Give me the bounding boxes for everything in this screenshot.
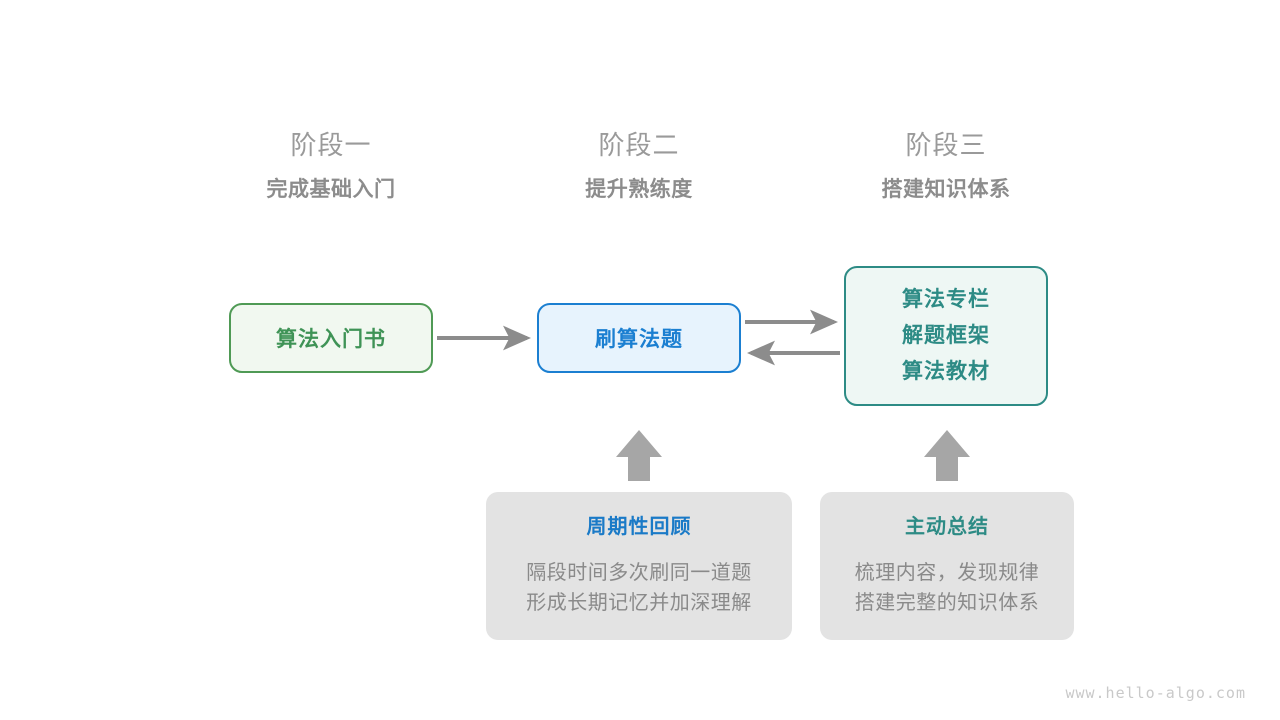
card-body-review-line-2: 形成长期记忆并加深理解	[526, 592, 752, 614]
stage-name-1: 阶段一	[290, 130, 372, 160]
arrow-summary-to-resources	[924, 430, 970, 481]
card-body-summary-line-2: 搭建完整的知识体系	[854, 592, 1040, 614]
card-active-summary[interactable]: 主动总结 梳理内容，发现规律 搭建完整的知识体系	[820, 492, 1074, 640]
card-body-review-line-1: 隔段时间多次刷同一道题	[526, 562, 752, 584]
card-title-review: 周期性回顾	[586, 516, 692, 538]
stage-header-3: 阶段三 搭建知识体系	[826, 128, 1066, 206]
node-label-practice: 刷算法题	[595, 328, 683, 351]
node-knowledge-resources[interactable]: 算法专栏 解题框架 算法教材	[844, 266, 1048, 406]
stage-goal-3: 搭建知识体系	[881, 178, 1011, 201]
card-title-summary: 主动总结	[905, 516, 989, 538]
node-label-book: 算法入门书	[276, 328, 386, 351]
node-practice-problems[interactable]: 刷算法题	[537, 303, 741, 373]
stage-header-2: 阶段二 提升熟练度	[519, 128, 759, 206]
stage-header-1: 阶段一 完成基础入门	[211, 128, 451, 206]
arrow-review-to-practice	[616, 430, 662, 481]
card-body-summary-line-1: 梳理内容，发现规律	[854, 562, 1040, 584]
node-label-resources-1: 算法专栏	[902, 288, 990, 311]
stage-name-3: 阶段三	[905, 130, 987, 160]
card-body-summary: 梳理内容，发现规律 搭建完整的知识体系	[820, 558, 1074, 618]
watermark-url: www.hello-algo.com	[1065, 684, 1246, 702]
card-body-review: 隔段时间多次刷同一道题 形成长期记忆并加深理解	[486, 558, 792, 618]
stage-goal-1: 完成基础入门	[266, 178, 396, 201]
stage-goal-2: 提升熟练度	[585, 178, 693, 201]
card-periodic-review[interactable]: 周期性回顾 隔段时间多次刷同一道题 形成长期记忆并加深理解	[486, 492, 792, 640]
stage-name-2: 阶段二	[598, 130, 680, 160]
node-label-resources-2: 解题框架	[902, 324, 990, 347]
node-algorithm-intro-book[interactable]: 算法入门书	[229, 303, 433, 373]
node-label-resources-3: 算法教材	[902, 360, 990, 383]
